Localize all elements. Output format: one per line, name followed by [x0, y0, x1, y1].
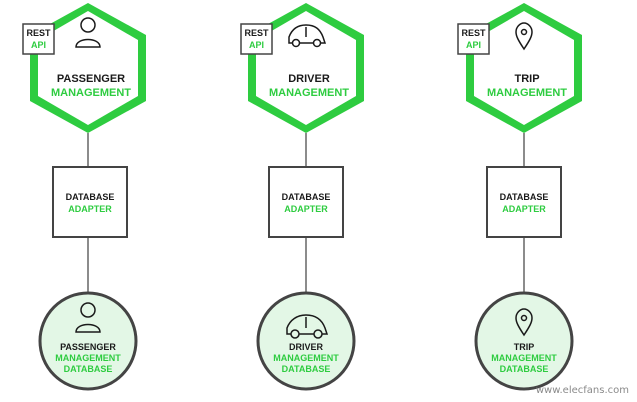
- database-label-line1: PASSENGER: [60, 342, 116, 352]
- watermark: www.elecfans.com: [535, 385, 629, 396]
- service-name-line1: PASSENGER: [57, 73, 125, 85]
- service-hexagon-inner: [474, 11, 574, 125]
- adapter-label-line1: DATABASE: [500, 192, 549, 202]
- database-label-line2: MANAGEMENT: [273, 353, 339, 363]
- adapter-label-line1: DATABASE: [282, 192, 331, 202]
- service-hexagon-inner: [38, 11, 138, 125]
- database-adapter-box: [52, 166, 128, 238]
- adapter-label-line2: ADAPTER: [284, 204, 328, 214]
- rest-api-label-line2: API: [249, 40, 264, 50]
- service-column-passenger: PASSENGER MANAGEMENT REST API DATABASE A…: [22, 3, 146, 391]
- rest-api-label-line2: API: [466, 40, 481, 50]
- adapter-label-line2: ADAPTER: [68, 204, 112, 214]
- passenger-icon: [75, 17, 101, 48]
- adapter-label-line2: ADAPTER: [502, 204, 546, 214]
- service-name-line2: MANAGEMENT: [51, 87, 131, 99]
- rest-api-badge: [22, 23, 55, 55]
- service-hexagon-inner: [256, 11, 356, 125]
- rest-api-label-line1: REST: [461, 28, 486, 38]
- rest-api-badge: [457, 23, 490, 55]
- passenger-icon: [75, 302, 101, 333]
- map-pin-icon: [515, 22, 533, 51]
- adapter-label-line1: DATABASE: [66, 192, 115, 202]
- service-column-trip: TRIP MANAGEMENT REST API DATABASE ADAPTE…: [457, 3, 582, 391]
- service-name-line1: DRIVER: [288, 73, 330, 85]
- database-circle: [38, 291, 138, 391]
- database-adapter-box: [486, 166, 562, 238]
- service-name-line1: TRIP: [514, 73, 539, 85]
- car-icon: [288, 24, 327, 48]
- database-circle: [474, 291, 574, 391]
- service-name-line2: MANAGEMENT: [269, 87, 349, 99]
- database-label-line1: TRIP: [514, 342, 535, 352]
- rest-api-label-line2: API: [31, 40, 46, 50]
- database-label-line3: DATABASE: [282, 364, 331, 374]
- rest-api-badge: [240, 23, 273, 55]
- service-name-line2: MANAGEMENT: [487, 87, 567, 99]
- rest-api-label-line1: REST: [26, 28, 51, 38]
- service-column-driver: DRIVER MANAGEMENT REST API DATABASE ADAP…: [240, 3, 364, 391]
- database-label-line3: DATABASE: [64, 364, 113, 374]
- car-icon: [286, 314, 329, 339]
- rest-api-label-line1: REST: [244, 28, 269, 38]
- database-circle: [256, 291, 356, 391]
- database-label-line2: MANAGEMENT: [491, 353, 557, 363]
- database-label-line3: DATABASE: [500, 364, 549, 374]
- database-label-line1: DRIVER: [289, 342, 324, 352]
- map-pin-icon: [515, 308, 533, 337]
- database-adapter-box: [268, 166, 344, 238]
- database-label-line2: MANAGEMENT: [55, 353, 121, 363]
